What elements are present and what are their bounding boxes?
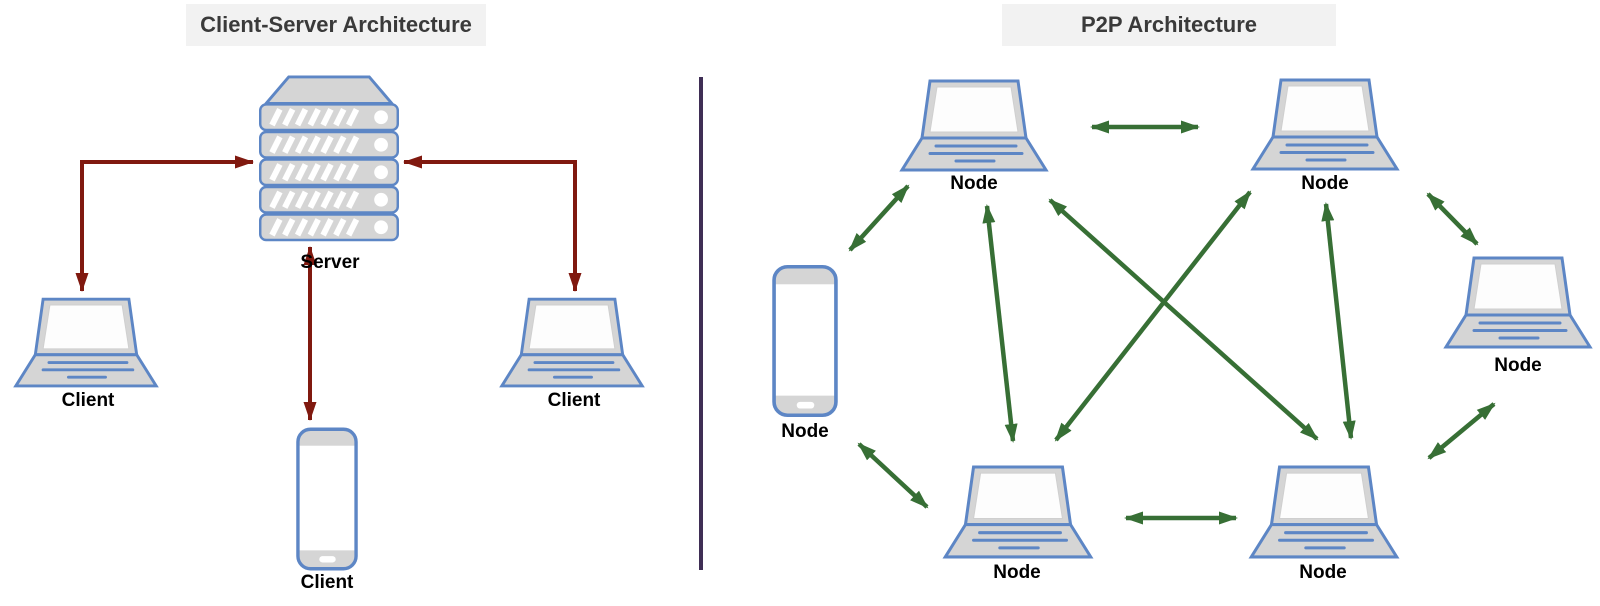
node-right-label: Node	[1494, 355, 1542, 376]
laptop-icon-client-left	[14, 297, 158, 388]
node-top-right-label: Node	[1301, 173, 1349, 194]
connection-arrow-phone-bottomleft	[857, 442, 929, 509]
smartphone-icon-node	[774, 267, 836, 416]
laptop-icon-client-right	[500, 297, 644, 388]
client-server-connections	[75, 155, 582, 421]
node-phone-label: Node	[781, 421, 829, 442]
laptop-icon-node-bottom-left	[943, 465, 1093, 559]
client-right-label: Client	[547, 390, 601, 411]
node-top-left-label: Node	[950, 173, 998, 194]
connection-arrow-client-right-server	[403, 155, 582, 292]
connection-arrow-topleft-bottomright	[1048, 198, 1319, 441]
connection-arrow-right-bottomright	[1427, 402, 1496, 460]
server-icon	[260, 77, 398, 240]
connection-arrow-client-left-server	[75, 155, 254, 292]
laptop-icon-node-top-left	[900, 79, 1048, 172]
left-panel-title: Client-Server Architecture	[186, 4, 486, 46]
connection-arrow-bottomleft-topright	[1054, 190, 1252, 442]
connection-arrow-topleft-bottomleft	[982, 204, 1018, 443]
node-bottom-right-label: Node	[1299, 562, 1347, 583]
smartphone-icon-client	[298, 429, 356, 569]
server-label: Server	[300, 252, 360, 273]
node-bottom-left-label: Node	[993, 562, 1041, 583]
right-panel-title: P2P Architecture	[1002, 4, 1336, 46]
connection-arrow-phone-topleft	[848, 184, 910, 252]
connection-arrow-topright-bottomright	[1321, 202, 1356, 440]
client-left-label: Client	[61, 390, 115, 411]
laptop-icon-node-bottom-right	[1249, 465, 1399, 559]
laptop-icon-node-right	[1444, 256, 1592, 349]
connection-arrow-topright-right	[1426, 192, 1479, 246]
p2p-connections	[848, 120, 1496, 525]
client-phone-label: Client	[300, 572, 354, 593]
laptop-icon-node-top-right	[1251, 78, 1399, 171]
